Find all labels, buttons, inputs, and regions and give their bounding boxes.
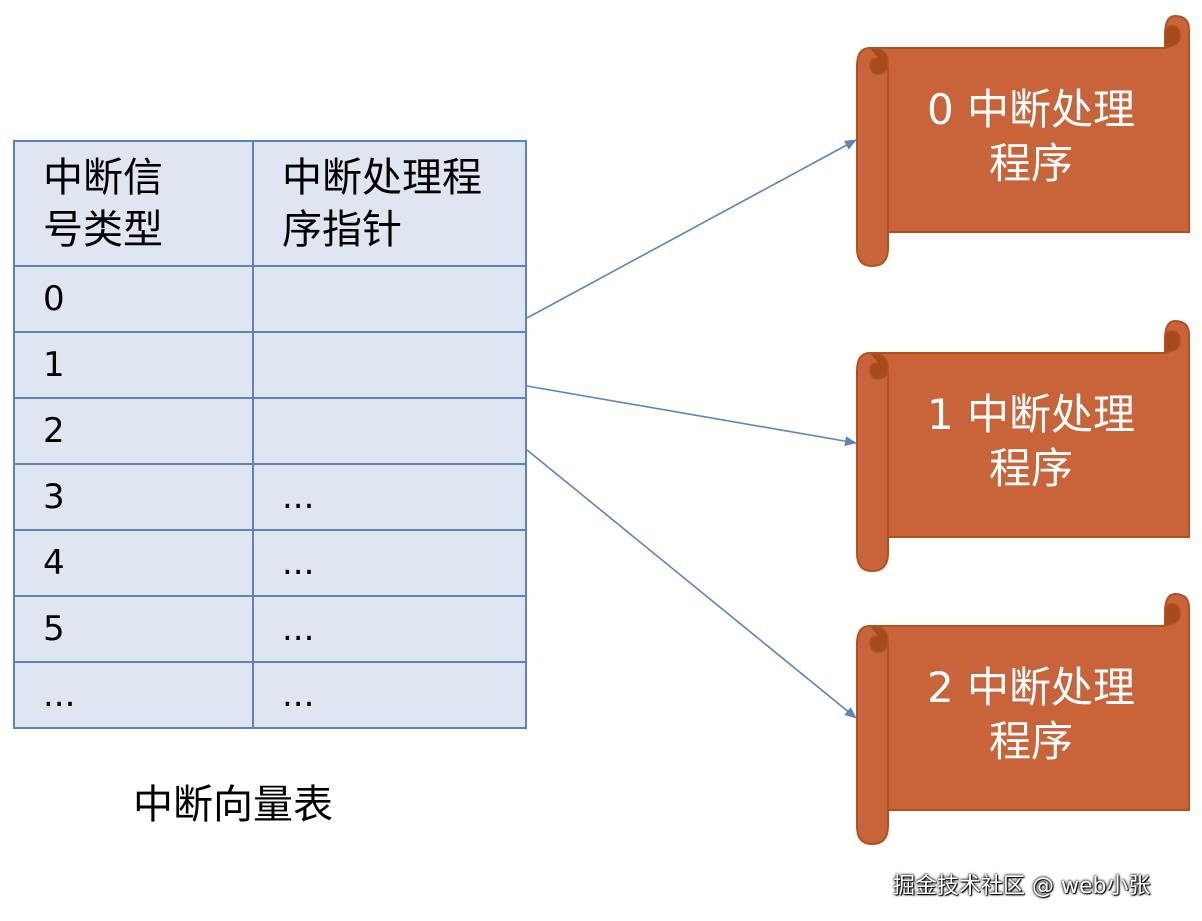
header-handler-pointer: 中断处理程序指针 [252,140,527,267]
row-4-pointer: ... [252,529,527,597]
row-5-type: 5 [13,595,254,663]
handler-0-scroll [856,14,1190,268]
handler-2-label: 2 中断处理 程序 [900,661,1162,769]
table-row: 5 ... [13,595,527,663]
header-handler-pointer-text: 中断处理程序指针 [282,154,482,253]
row-2-type: 2 [13,397,254,465]
row-5-pointer: ... [252,595,527,663]
table-row: ... ... [13,661,527,729]
handler-2-line1: 2 中断处理 [926,663,1136,712]
table-row: 0 [13,265,527,333]
header-signal-type: 中断信号类型 [13,140,254,267]
handler-1-line2: 程序 [988,444,1073,493]
scroll-body [856,319,1190,573]
scroll-top-curl [1164,330,1181,354]
table-row: 4 ... [13,529,527,597]
interrupt-vector-table: 中断信号类型 中断处理程序指针 0 1 2 3 ... 4 ... 5 [13,140,527,729]
scroll-top-curl [1164,603,1181,627]
row-6-pointer: ... [252,661,527,729]
row-2-pointer [252,397,527,465]
handler-0-line1: 0 中断处理 [926,85,1136,134]
row-0-type: 0 [13,265,254,333]
handler-1-scroll [856,319,1190,573]
handler-2-line2: 程序 [988,717,1073,766]
row-3-type: 3 [13,463,254,531]
table-header-row: 中断信号类型 中断处理程序指针 [13,140,527,267]
scroll-left-curl [869,47,889,75]
handler-2-scroll [856,592,1190,846]
handler-1-label: 1 中断处理 程序 [900,388,1162,496]
row-3-pointer: ... [252,463,527,531]
arrow-row0-to-handler0 [526,139,857,319]
table-row: 2 [13,397,527,465]
row-1-type: 1 [13,331,254,399]
scroll-body [856,592,1190,846]
handler-0-label: 0 中断处理 程序 [900,83,1162,191]
scroll-top-curl [1164,25,1181,49]
header-signal-type-text: 中断信号类型 [43,154,163,253]
arrow-row2-to-handler2 [526,449,857,719]
scroll-left-curl [869,625,889,653]
handler-0-line2: 程序 [988,139,1073,188]
row-6-type: ... [13,661,254,729]
table-row: 1 [13,331,527,399]
arrow-row1-to-handler1 [526,385,857,447]
row-1-pointer [252,331,527,399]
watermark: 掘金技术社区 @ web小张 [893,874,1151,899]
table-caption: 中断向量表 [133,782,333,828]
table-row: 3 ... [13,463,527,531]
scroll-body [856,14,1190,268]
row-0-pointer [252,265,527,333]
handler-1-line1: 1 中断处理 [926,390,1136,439]
row-4-type: 4 [13,529,254,597]
scroll-left-curl [869,352,889,380]
